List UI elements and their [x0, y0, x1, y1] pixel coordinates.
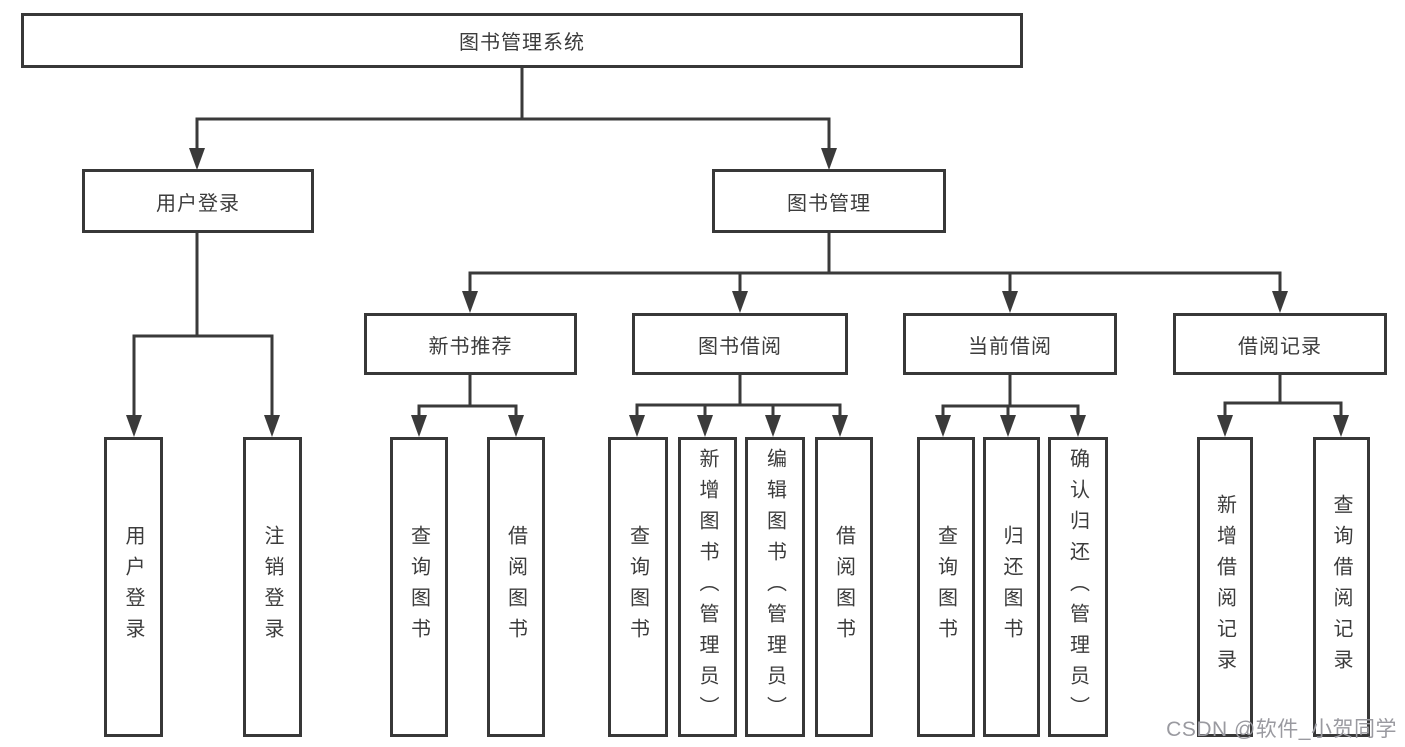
node-label: 归还图书: [1000, 525, 1022, 649]
node-library-management-system: 图书管理系统: [21, 13, 1023, 68]
leaf-logout: 注销登录: [243, 437, 302, 737]
node-label: 图书管理系统: [459, 32, 585, 54]
leaf-query-books-current: 查询图书: [917, 437, 975, 737]
arrow-down-icon: [1217, 415, 1349, 437]
node-label: 查询图书: [934, 525, 957, 649]
leaf-query-books-borrow: 查询图书: [608, 437, 668, 737]
node-borrow-records: 借阅记录: [1173, 313, 1387, 375]
node-label: 编辑图书（管理员）: [763, 447, 786, 727]
node-current-borrow: 当前借阅: [903, 313, 1117, 375]
connector-book-borrow-split: [635, 374, 842, 420]
node-label: 查询借阅记录: [1330, 494, 1352, 680]
node-label: 查询图书: [407, 525, 430, 649]
arrow-down-icon: [629, 415, 848, 437]
node-book-management: 图书管理: [712, 169, 946, 233]
node-label: 新书推荐: [428, 335, 513, 358]
csdn-watermark: CSDN @软件_小贺同学: [1166, 718, 1397, 741]
leaf-confirm-return-admin: 确认归还（管理员）: [1048, 437, 1108, 737]
node-user-login: 用户登录: [82, 169, 314, 233]
leaf-add-books-admin: 新增图书（管理员）: [678, 437, 737, 737]
connector-user-login-split: [132, 232, 274, 420]
leaf-borrow-books-recommend: 借阅图书: [487, 437, 545, 737]
node-label: 查询图书: [626, 525, 649, 649]
node-label: 用户登录: [156, 192, 240, 215]
connector-current-borrow-split: [941, 374, 1080, 420]
node-label: 借阅图书: [504, 525, 527, 649]
leaf-query-borrow-record: 查询借阅记录: [1313, 437, 1370, 737]
node-book-borrow: 图书借阅: [632, 313, 848, 375]
node-label: 当前借阅: [968, 335, 1052, 358]
node-label: 新增借阅记录: [1213, 494, 1236, 680]
arrow-down-icon: [411, 415, 524, 437]
node-label: 确认归还（管理员）: [1066, 447, 1089, 727]
leaf-edit-books-admin: 编辑图书（管理员）: [745, 437, 805, 737]
node-label: 图书管理: [787, 192, 871, 215]
node-new-book-recommend: 新书推荐: [364, 313, 577, 375]
leaf-add-borrow-record: 新增借阅记录: [1197, 437, 1253, 737]
node-label: 借阅图书: [832, 525, 855, 649]
node-label: 图书借阅: [698, 335, 782, 358]
connector-book-management-split: [468, 232, 1282, 296]
leaf-user-login: 用户登录: [104, 437, 163, 737]
node-label: 新增图书（管理员）: [696, 447, 718, 727]
connector-new-book-split: [417, 374, 518, 420]
arrow-down-icon: [462, 291, 1288, 313]
leaf-borrow-books: 借阅图书: [815, 437, 873, 737]
node-label: 用户登录: [122, 525, 144, 649]
node-label: 借阅记录: [1238, 335, 1322, 358]
arrow-down-icon: [189, 148, 837, 170]
node-label: 注销登录: [261, 525, 283, 649]
arrow-down-icon: [935, 415, 1086, 437]
leaf-return-books: 归还图书: [983, 437, 1040, 737]
connector-borrow-records-split: [1223, 374, 1343, 420]
connector-root-split: [195, 68, 831, 152]
arrow-down-icon: [126, 415, 280, 437]
leaf-query-books-recommend: 查询图书: [390, 437, 448, 737]
